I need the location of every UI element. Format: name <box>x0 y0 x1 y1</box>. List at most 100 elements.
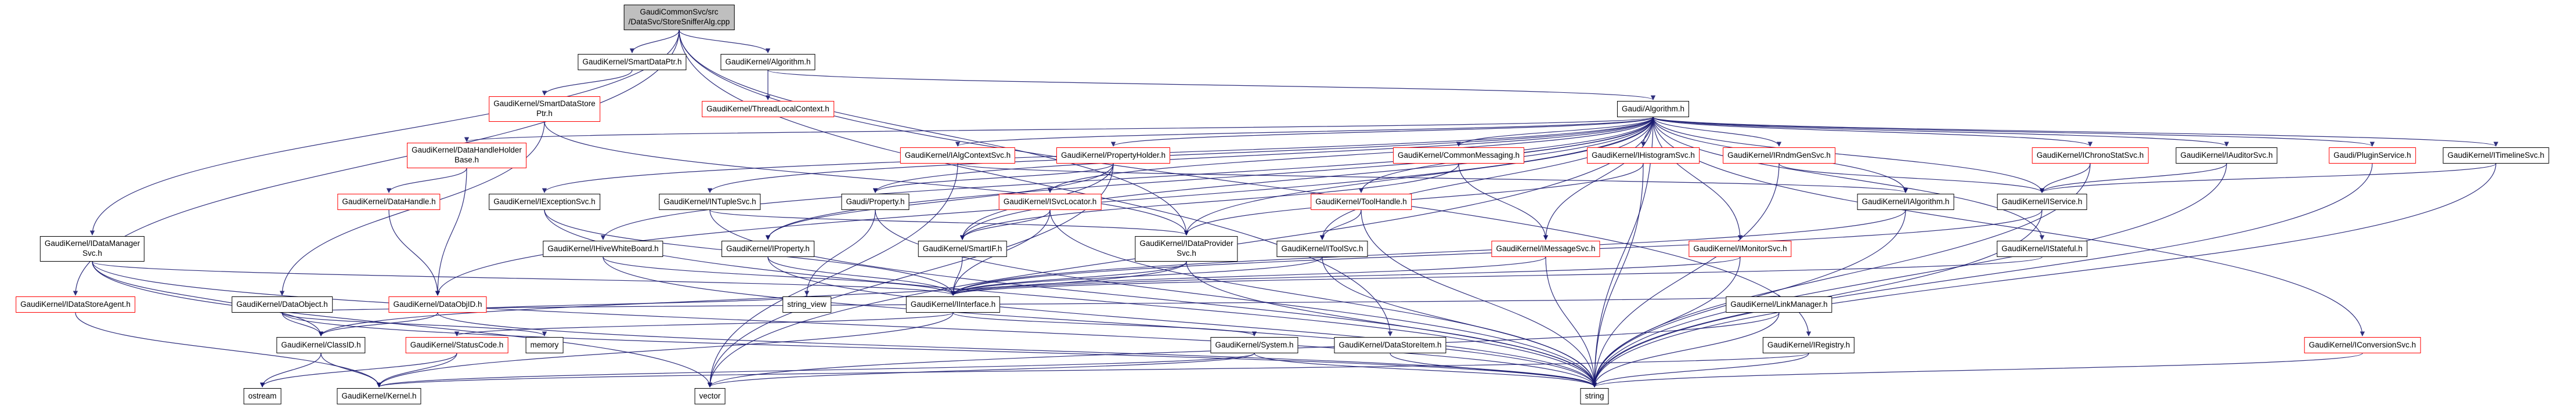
graph-node-label: GaudiKernel/IStateful.h <box>2001 244 2083 253</box>
graph-node-label: GaudiKernel/Kernel.h <box>341 391 417 400</box>
graph-node-label: GaudiKernel/IToolSvc.h <box>1281 244 1363 253</box>
graph-node-imessagesvc[interactable]: GaudiKernel/IMessageSvc.h <box>1491 241 1600 257</box>
graph-node-smartdataptr[interactable]: GaudiKernel/SmartDataPtr.h <box>578 54 687 70</box>
graph-node-system[interactable]: GaudiKernel/System.h <box>1210 337 1298 353</box>
graph-node-datahandle[interactable]: GaudiKernel/DataHandle.h <box>337 194 441 210</box>
include-edge <box>437 295 809 313</box>
include-edge <box>951 256 1741 296</box>
graph-node-imonitorsvc[interactable]: GaudiKernel/IMonitorSvc.h <box>1689 241 1792 257</box>
graph-node-idatastoreagent[interactable]: GaudiKernel/IDataStoreAgent.h <box>16 296 135 313</box>
include-edge <box>1653 117 2045 240</box>
graph-node-label: GaudiKernel/IAuditorSvc.h <box>2180 150 2273 160</box>
graph-node-ihivewhiteboard[interactable]: GaudiKernel/IHiveWhiteBoard.h <box>543 241 663 257</box>
include-edge <box>600 117 1654 240</box>
include-edge <box>1186 261 1597 388</box>
include-edge <box>1592 163 1644 388</box>
graph-node-ihistogramsvc[interactable]: GaudiKernel/IHistogramSvc.h <box>1587 147 1700 164</box>
graph-node-smartif[interactable]: GaudiKernel/SmartIF.h <box>918 241 1007 257</box>
include-edge <box>1049 209 1597 388</box>
graph-node-label: GaudiKernel/IDataStoreAgent.h <box>20 299 131 309</box>
include-edge <box>1545 256 1597 388</box>
include-edge <box>2039 163 2091 193</box>
graph-node-datastoreitem[interactable]: GaudiKernel/DataStoreItem.h <box>1334 337 1446 353</box>
include-edge <box>282 312 547 336</box>
graph-node-label: GaudiKernel/IChronoStatSvc.h <box>2036 150 2144 160</box>
graph-node-label: string <box>1585 391 1604 400</box>
graph-node-label: GaudiKernel/ISvcLocator.h <box>1003 197 1097 206</box>
include-edge <box>953 312 1257 336</box>
graph-node-iexceptionsvc[interactable]: GaudiKernel/IExceptionSvc.h <box>489 194 600 210</box>
graph-node-label: memory <box>530 340 559 349</box>
graph-node-label: GaudiKernel/Algorithm.h <box>725 57 811 66</box>
graph-node-threadlocalcontext[interactable]: GaudiKernel/ThreadLocalContext.h <box>702 101 834 117</box>
include-edge <box>1111 117 1654 147</box>
graph-node-label: Svc.h <box>82 249 102 258</box>
graph-node-linkmanager[interactable]: GaudiKernel/LinkManager.h <box>1726 296 1832 313</box>
include-edge <box>259 353 457 388</box>
include-edge <box>1184 163 1644 236</box>
graph-node-label: GaudiKernel/PropertyHolder.h <box>1060 150 1166 160</box>
include-edge <box>679 30 1393 336</box>
graph-node-itoolsvc[interactable]: GaudiKernel/IToolSvc.h <box>1276 241 1368 257</box>
include-edge <box>679 30 771 53</box>
graph-node-classid[interactable]: GaudiKernel/ClassID.h <box>276 337 366 353</box>
graph-node-intuplesvc[interactable]: GaudiKernel/INTupleSvc.h <box>659 194 761 210</box>
graph-node-label: GaudiKernel/SmartIF.h <box>922 244 1002 253</box>
graph-node-dataobjid[interactable]: GaudiKernel/DataObjID.h <box>388 296 487 313</box>
graph-node-algorithm[interactable]: GaudiKernel/Algorithm.h <box>720 54 816 70</box>
graph-node-gaudialgorithm[interactable]: Gaudi/Algorithm.h <box>1617 101 1690 117</box>
graph-node-label: Ptr.h <box>536 109 553 118</box>
include-edge <box>951 256 2043 296</box>
graph-node-pluginservice[interactable]: Gaudi/PluginService.h <box>2329 147 2416 164</box>
graph-node-isvclocator[interactable]: GaudiKernel/ISvcLocator.h <box>998 194 1102 210</box>
graph-node-label: GaudiKernel/DataHandleHolder <box>412 146 522 155</box>
include-edge <box>1361 209 1597 388</box>
graph-node-iconversionsvc[interactable]: GaudiKernel/IConversionSvc.h <box>2304 337 2421 353</box>
include-edge <box>1653 117 2375 147</box>
graph-node-label: GaudiKernel/ITimelineSvc.h <box>2447 150 2545 160</box>
include-edge <box>92 261 1597 388</box>
graph-node-label: GaudiKernel/ToolHandle.h <box>1315 197 1407 206</box>
graph-node-label: GaudiKernel/LinkManager.h <box>1730 299 1828 309</box>
graph-node-gaudiproperty[interactable]: Gaudi/Property.h <box>841 194 910 210</box>
include-edge <box>544 209 1597 388</box>
graph-node-iregistry[interactable]: GaudiKernel/IRegistry.h <box>1762 337 1855 353</box>
include-edge <box>957 163 1908 193</box>
graph-node-statuscode[interactable]: GaudiKernel/StatusCode.h <box>405 337 508 353</box>
include-edge <box>282 295 1781 313</box>
graph-node-label: GaudiKernel/CommonMessaging.h <box>1397 150 1520 160</box>
graph-node-iinterface[interactable]: GaudiKernel/IInterface.h <box>905 296 1001 313</box>
include-edge <box>804 209 876 296</box>
include-edge <box>377 353 1255 388</box>
graph-node-commonmessaging[interactable]: GaudiKernel/CommonMessaging.h <box>1392 147 1525 164</box>
graph-node-toolhandle[interactable]: GaudiKernel/ToolHandle.h <box>1311 194 1412 210</box>
graph-node-irndmgensvc[interactable]: GaudiKernel/IRndmGenSvc.h <box>1723 147 1835 164</box>
graph-node-kernel[interactable]: GaudiKernel/Kernel.h <box>337 388 421 404</box>
include-edge <box>959 209 1051 240</box>
graph-node-istateful[interactable]: GaudiKernel/IStateful.h <box>1997 241 2087 257</box>
include-edge <box>1778 163 2045 193</box>
graph-node-propertyholder[interactable]: GaudiKernel/PropertyHolder.h <box>1056 147 1171 164</box>
graph-node-label: GaudiKernel/DataStoreItem.h <box>1338 340 1442 349</box>
graph-node-label: GaudiKernel/DataObjID.h <box>393 299 482 309</box>
include-edge <box>464 117 1654 142</box>
include-edge <box>950 261 1187 296</box>
graph-node-ialgcontextsvc[interactable]: GaudiKernel/IAlgContextSvc.h <box>900 147 1016 164</box>
graph-node-dataobject[interactable]: GaudiKernel/DataObject.h <box>232 296 333 313</box>
include-edge <box>1592 353 1809 388</box>
include-edge <box>767 70 1655 100</box>
graph-node-memory: memory <box>525 337 564 353</box>
graph-node-label: Svc.h <box>1177 249 1196 258</box>
graph-node-ialgorithm[interactable]: GaudiKernel/IAlgorithm.h <box>1857 194 1954 210</box>
include-edge <box>282 312 324 336</box>
graph-node-itimelinesvc[interactable]: GaudiKernel/ITimelineSvc.h <box>2442 147 2549 164</box>
graph-node-iservice[interactable]: GaudiKernel/IService.h <box>1997 194 2087 210</box>
include-edge <box>435 168 467 296</box>
graph-node-iauditorsvc[interactable]: GaudiKernel/IAuditorSvc.h <box>2175 147 2278 164</box>
graph-node-iproperty[interactable]: GaudiKernel/IProperty.h <box>721 241 814 257</box>
graph-node-ichronostatsvc[interactable]: GaudiKernel/IChronoStatSvc.h <box>2032 147 2149 164</box>
